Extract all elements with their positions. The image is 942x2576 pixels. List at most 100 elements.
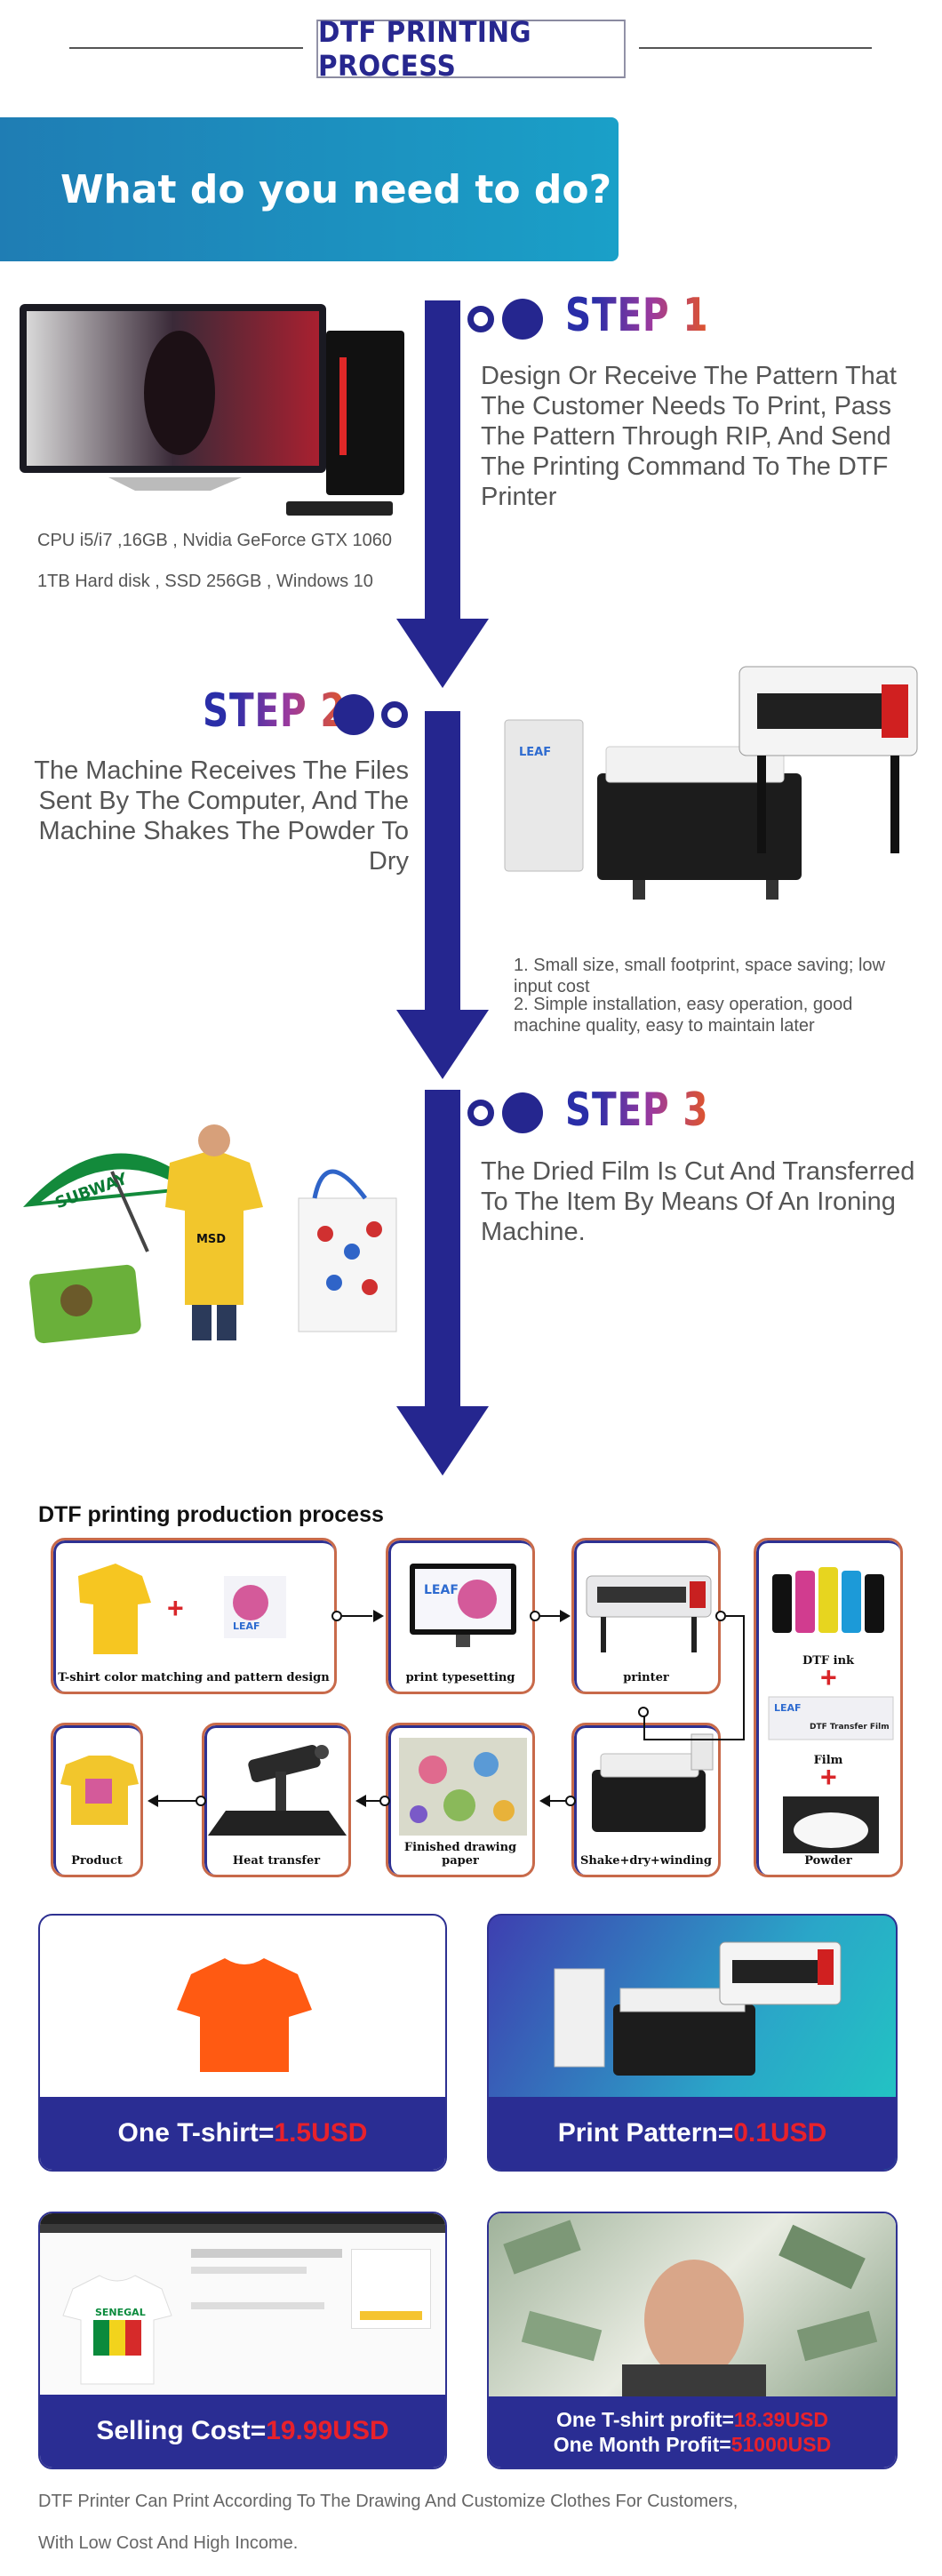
connector-knob	[379, 1796, 390, 1806]
cost-line-pattern: Print Pattern=0.1USD	[489, 2118, 896, 2148]
process-card-finished-paper: Finished drawing paper	[386, 1723, 535, 1877]
profit-label-month: One Month Profit=	[553, 2433, 731, 2456]
connector-arrow-right	[560, 1610, 571, 1622]
plus-icon: +	[820, 1661, 837, 1693]
typesetting-brand-text: LEAF	[424, 1583, 459, 1597]
money-photo	[489, 2213, 896, 2400]
connector-line	[743, 1615, 745, 1740]
cost-card-pattern: Print Pattern=0.1USD	[487, 1914, 898, 2172]
flow-bar-3	[425, 1090, 460, 1410]
flow-arrow-1	[396, 619, 489, 688]
flow-bar-1	[425, 300, 460, 622]
process-label-printer: printer	[623, 1671, 669, 1684]
cost-label-tshirt: One T-shirt=	[117, 2118, 275, 2148]
connector-knob	[638, 1707, 649, 1717]
store-page-screenshot: SENEGAL	[40, 2213, 445, 2398]
process-label-powder: Powder	[804, 1854, 852, 1868]
profit-value-month: 51000USD	[730, 2433, 832, 2456]
process-label-typesetting: print typesetting	[405, 1671, 515, 1684]
connector-line	[726, 1615, 744, 1617]
header-rule-left	[69, 47, 303, 49]
connector-line	[643, 1739, 745, 1740]
step2-dot-icon	[333, 694, 374, 735]
profit-line-tshirt: One T-shirt profit=18.39USD	[489, 2407, 896, 2432]
cost-footer-tshirt: One T-shirt=1.5USD	[40, 2097, 445, 2170]
process-card-typesetting: LEAF print typesetting	[386, 1538, 535, 1694]
process-title: DTF printing production process	[38, 1502, 384, 1527]
process-label-heat-transfer: Heat transfer	[232, 1854, 321, 1868]
step3-dot-icon	[502, 1092, 543, 1133]
connector-arrow-left	[148, 1795, 158, 1807]
computer-image	[20, 295, 407, 517]
cost-card-selling: SENEGAL Selling Cost=19.99USD	[38, 2212, 447, 2469]
step1-title: STEP 1	[565, 289, 709, 342]
process-card-product: Product	[51, 1723, 143, 1877]
process-label-design: T-shirt color matching and pattern desig…	[58, 1671, 330, 1684]
footer-line1: DTF Printer Can Print According To The D…	[38, 2492, 738, 2511]
connector-arrow-right	[373, 1610, 384, 1622]
process-card-shake-dry: Shake+dry+winding	[571, 1723, 721, 1877]
step2-note1: 1. Small size, small footprint, space sa…	[514, 956, 885, 996]
cost-label-pattern: Print Pattern=	[557, 2118, 734, 2148]
process-label-finished-paper: Finished drawing paper	[403, 1841, 517, 1868]
header-rule-right	[639, 47, 872, 49]
computer-specs-line1: CPU i5/i7 ,16GB , Nvidia GeForce GTX 106…	[37, 531, 393, 550]
connector-knob	[196, 1796, 206, 1806]
footer-line2: With Low Cost And High Income.	[38, 2533, 299, 2553]
flow-arrow-3	[396, 1406, 489, 1476]
connector-knob	[331, 1611, 342, 1621]
step2-ring-icon	[381, 701, 408, 728]
step2-description: The Machine Receives The Files Sent By T…	[34, 756, 409, 876]
process-card-heat-transfer: Heat transfer	[202, 1723, 351, 1877]
step2-title: STEP 2	[203, 684, 347, 738]
process-card-printer: printer	[571, 1538, 721, 1694]
step1-dot-icon	[502, 299, 543, 340]
process-label-ink: DTF ink	[802, 1654, 855, 1668]
cost-card-profit: One T-shirt profit=18.39USD One Month Pr…	[487, 2212, 898, 2469]
flow-arrow-2	[396, 1010, 489, 1079]
cost-line-selling: Selling Cost=19.99USD	[40, 2416, 445, 2446]
page-title: DTF PRINTING PROCESS	[316, 15, 626, 83]
design-brand-text: LEAF	[233, 1620, 260, 1632]
step3-title: STEP 3	[565, 1084, 709, 1137]
connector-line	[342, 1615, 372, 1617]
connector-knob	[565, 1796, 576, 1806]
cost-line-tshirt: One T-shirt=1.5USD	[40, 2118, 445, 2148]
plus-icon: +	[820, 1761, 837, 1793]
step1-description: Design Or Receive The Pattern That The C…	[481, 362, 897, 511]
profit-line-month: One Month Profit=51000USD	[489, 2432, 896, 2457]
section-banner: What do you need to do?	[0, 117, 619, 261]
profit-value-tshirt: 18.39USD	[733, 2408, 829, 2431]
computer-specs-line2: 1TB Hard disk , SSD 256GB , Windows 10	[37, 572, 373, 591]
step3-ring-icon	[467, 1100, 494, 1126]
banner-heading: What do you need to do?	[60, 166, 612, 212]
dtf-machine-image: LEAF	[499, 658, 928, 912]
step2-note2: 2. Simple installation, easy operation, …	[514, 995, 853, 1036]
process-card-design: LEAF + T-shirt color matching and patter…	[51, 1538, 337, 1694]
connector-line	[540, 1615, 560, 1617]
cost-footer-selling: Selling Cost=19.99USD	[40, 2395, 445, 2468]
cost-footer-pattern: Print Pattern=0.1USD	[489, 2097, 896, 2170]
film-box-text: DTF Transfer Film	[810, 1723, 890, 1732]
senegal-shirt-text: SENEGAL	[95, 2307, 146, 2318]
products-image: SUBWAY MSD	[14, 1109, 405, 1358]
flow-bar-2	[425, 711, 460, 1013]
connector-line	[643, 1710, 645, 1740]
machine-brand-text: LEAF	[519, 746, 551, 759]
step1-ring-icon	[467, 306, 494, 332]
connector-line	[366, 1800, 380, 1802]
plus-icon: +	[167, 1592, 184, 1624]
process-label-product: Product	[71, 1854, 123, 1868]
cost-value-selling: 19.99USD	[266, 2416, 389, 2445]
process-label-film: Film	[813, 1754, 843, 1767]
cost-label-selling: Selling Cost=	[96, 2416, 267, 2445]
step3-description: The Dried Film Is Cut And Transferred To…	[481, 1157, 915, 1246]
process-label-shake-dry: Shake+dry+winding	[580, 1854, 712, 1868]
connector-knob	[715, 1611, 726, 1621]
connector-line	[550, 1800, 566, 1802]
cost-value-pattern: 0.1USD	[733, 2118, 827, 2148]
connector-line	[158, 1800, 197, 1802]
connector-knob	[530, 1611, 540, 1621]
shirt-print-text: MSD	[196, 1233, 226, 1246]
cost-footer-profit: One T-shirt profit=18.39USD One Month Pr…	[489, 2396, 896, 2468]
